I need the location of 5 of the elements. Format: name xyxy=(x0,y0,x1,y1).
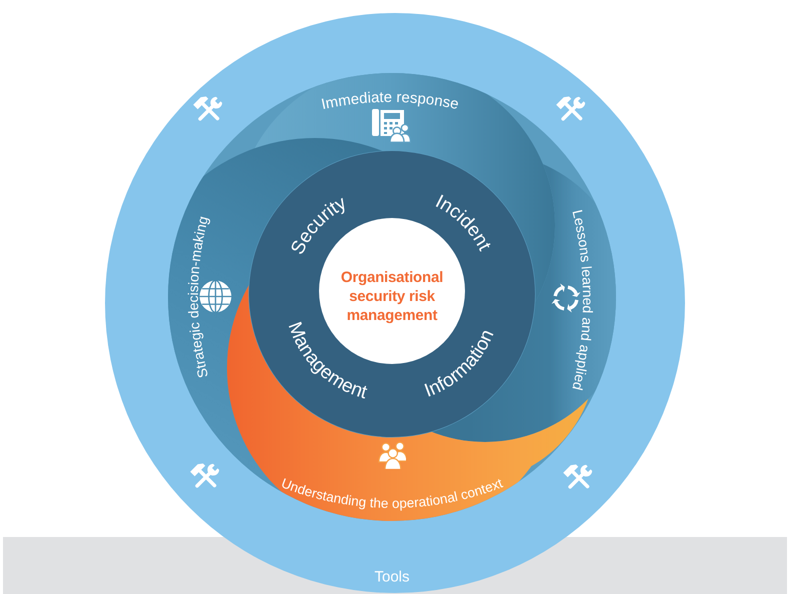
ring-label: Tools xyxy=(374,570,410,584)
curved-label: Immediate response xyxy=(320,88,460,114)
outer-ring xyxy=(105,13,685,593)
center-label: Organisational security risk management xyxy=(340,268,444,324)
inner-ring xyxy=(249,151,535,437)
